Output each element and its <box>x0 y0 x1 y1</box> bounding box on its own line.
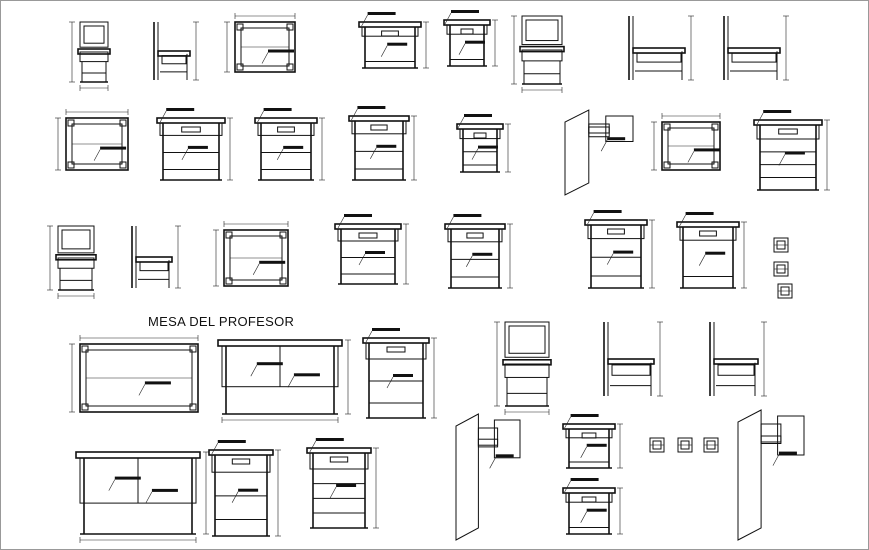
leg-joint-6 <box>703 437 719 453</box>
post-detail-3 <box>737 409 805 541</box>
desk-front-2 <box>443 10 498 67</box>
table-plan-1 <box>224 13 296 73</box>
desk-front-1 <box>358 12 429 69</box>
table-plan-3 <box>651 113 721 171</box>
teacher-desk-plan <box>69 335 199 413</box>
teacher-desk-front-2 <box>75 451 209 543</box>
desk-front-3 <box>156 108 233 181</box>
desk-front-6 <box>456 114 511 173</box>
table-plan-4 <box>213 221 289 287</box>
chair-side-4 <box>131 225 181 289</box>
chair-side-3 <box>723 15 789 81</box>
table-plan-2 <box>55 109 129 171</box>
desk-front-8 <box>334 214 409 285</box>
desk-front-4 <box>254 108 325 181</box>
leg-joint-1 <box>773 237 789 253</box>
teacher-desk-side-3 <box>306 438 379 529</box>
leg-joint-4 <box>649 437 665 453</box>
leg-joint-3 <box>777 283 793 299</box>
chair-front-1 <box>69 21 111 91</box>
detail-views <box>47 10 830 543</box>
desk-front-5 <box>348 106 417 181</box>
chair-side-1 <box>153 21 199 81</box>
desk-front-13 <box>562 478 623 535</box>
chair-front-2 <box>511 15 565 93</box>
chair-side-6 <box>709 321 767 397</box>
chair-front-4 <box>494 321 552 415</box>
leg-joint-5 <box>677 437 693 453</box>
teacher-desk-side-2 <box>208 440 281 537</box>
post-detail-1 <box>564 109 634 196</box>
leg-joint-2 <box>773 261 789 277</box>
desk-front-9 <box>444 214 513 289</box>
chair-side-2 <box>628 15 694 81</box>
desk-front-7 <box>753 110 830 191</box>
chair-side-5 <box>603 321 663 397</box>
teacher-desk-front <box>217 339 351 423</box>
teacher-desk-side <box>362 328 437 419</box>
desk-front-12 <box>562 414 623 469</box>
chair-front-3 <box>47 225 97 299</box>
post-detail-2 <box>455 413 521 541</box>
desk-front-10 <box>584 210 655 289</box>
section-title-mesa-del-profesor: MESA DEL PROFESOR <box>148 314 295 329</box>
desk-front-11 <box>676 212 747 289</box>
